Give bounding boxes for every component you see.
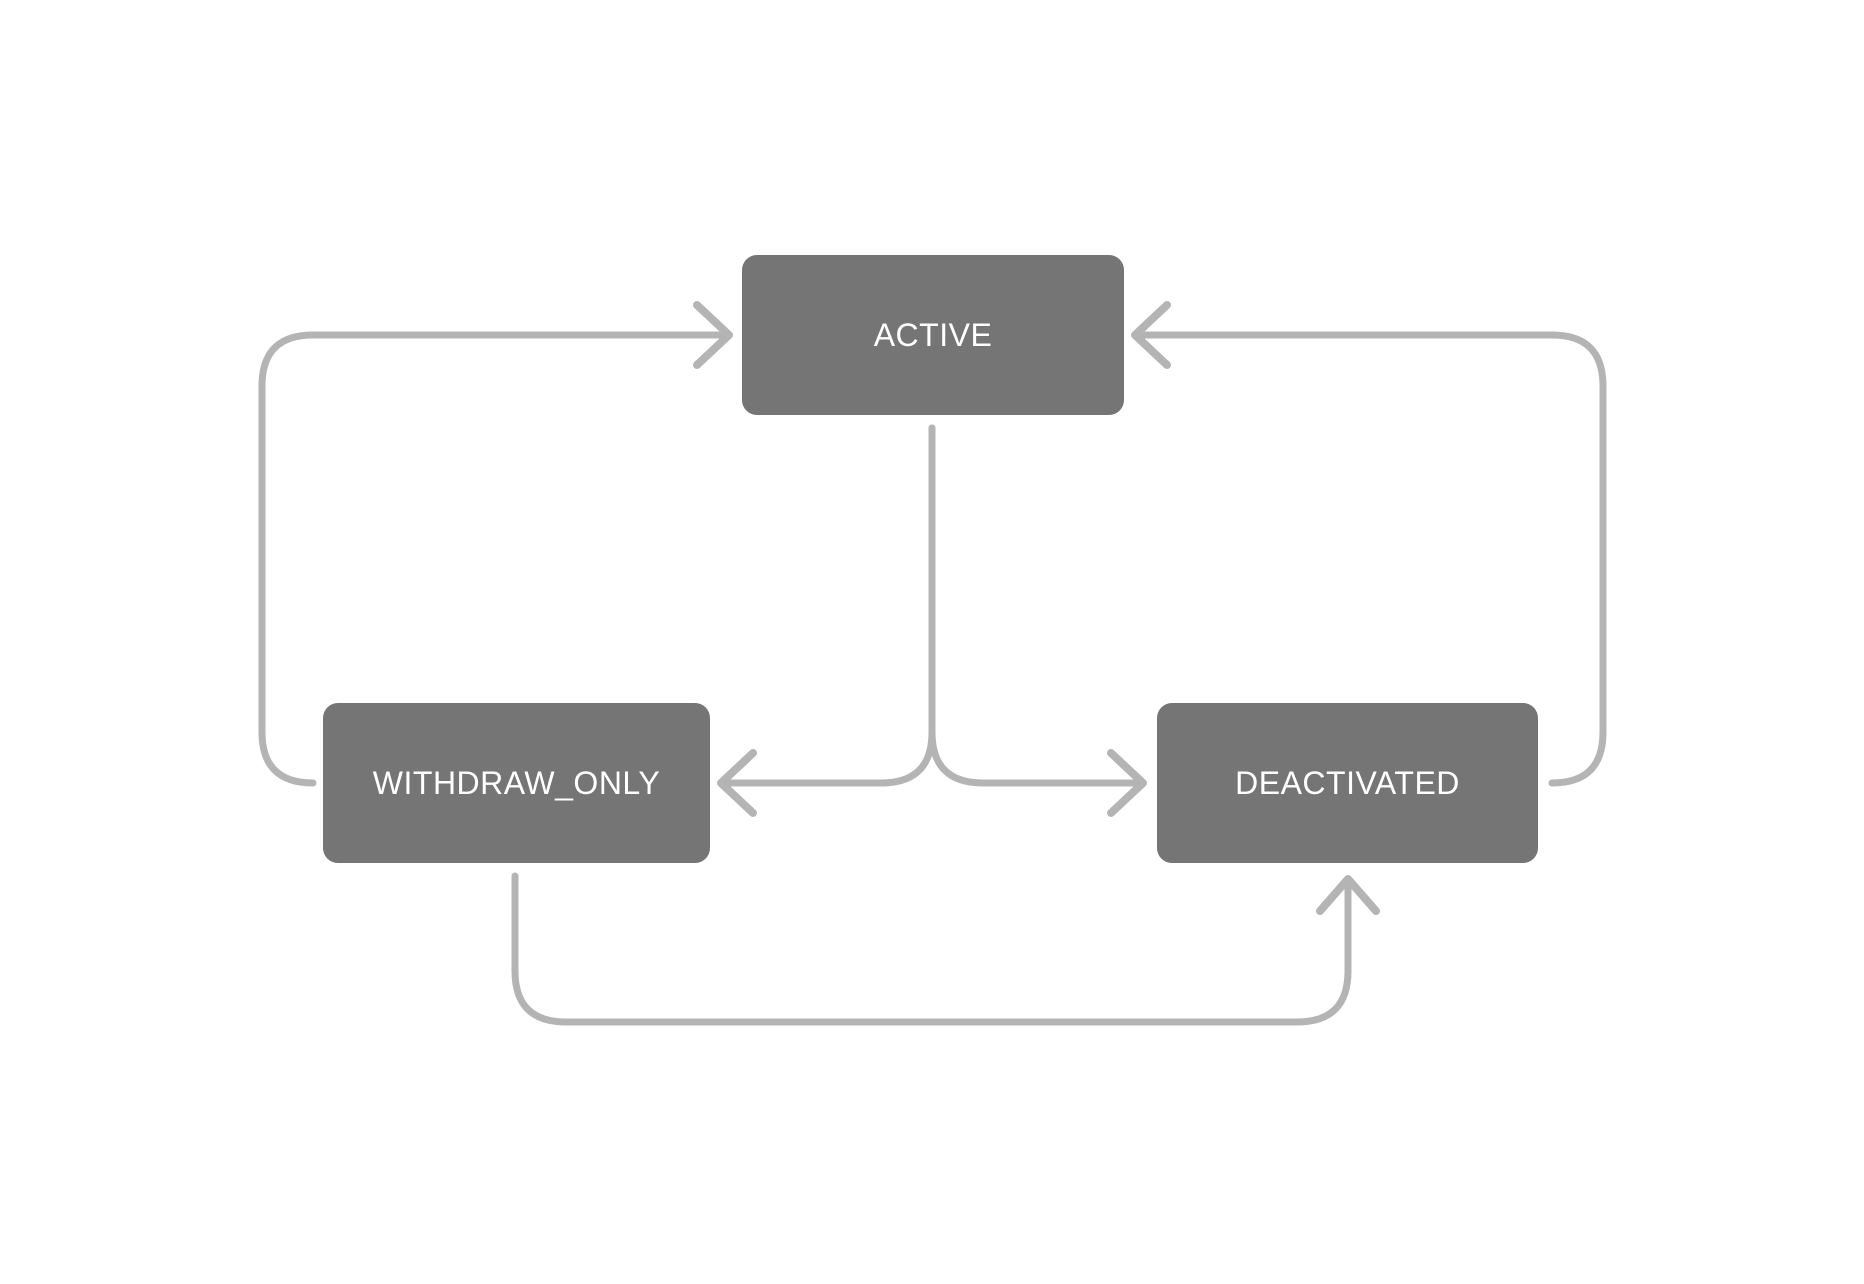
node-active-label: ACTIVE [873, 316, 993, 353]
node-deactivated-label: DEACTIVATED [1235, 764, 1460, 801]
edge-withdraw-only-to-deactivated [511, 872, 1380, 1026]
edge-withdraw-only-to-deactivated-wire [511, 872, 1352, 1026]
edge-deactivated-to-active [1131, 301, 1607, 787]
node-deactivated: DEACTIVATED [1157, 703, 1538, 863]
edge-active-to-deactivated-wire [928, 424, 1145, 787]
arrowhead-up-icon [1316, 875, 1380, 915]
edge-deactivated-to-active-wire [1133, 331, 1607, 787]
edge-withdraw-only-to-active [258, 301, 733, 787]
arrowhead-left-icon [717, 749, 757, 817]
node-withdraw-only: WITHDRAW_ONLY [323, 703, 710, 863]
edge-active-to-withdraw-only-wire [719, 424, 936, 787]
arrowhead-left-icon [1131, 301, 1171, 369]
edge-active-to-withdraw-only [717, 424, 936, 817]
arrowhead-right-icon [693, 301, 733, 369]
edge-active-to-deactivated [928, 424, 1147, 817]
arrowhead-right-icon [1107, 749, 1147, 817]
node-active: ACTIVE [742, 255, 1124, 415]
edge-withdraw-only-to-active-wire [258, 331, 731, 787]
node-withdraw-only-label: WITHDRAW_ONLY [372, 764, 661, 801]
